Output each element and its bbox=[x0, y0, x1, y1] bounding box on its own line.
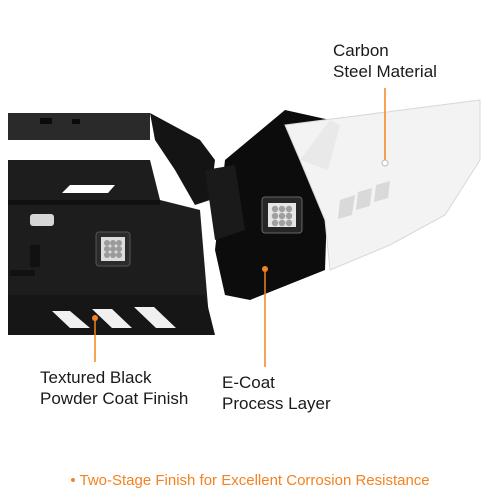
callout-dot-icon bbox=[262, 266, 268, 272]
top-cutout bbox=[62, 185, 115, 193]
label-ecoat-layer: E-Coat Process Layer bbox=[222, 372, 331, 414]
footer-caption: • Two-Stage Finish for Excellent Corrosi… bbox=[0, 472, 500, 489]
callout-dot-icon bbox=[92, 315, 98, 321]
skid-slot-1 bbox=[52, 311, 90, 328]
label-ecoat-line1: E-Coat bbox=[222, 373, 275, 392]
mount-slot bbox=[30, 214, 54, 226]
callout-ecoat bbox=[262, 266, 268, 367]
skid-slot-3 bbox=[134, 307, 176, 328]
top-rail bbox=[8, 113, 150, 140]
label-textured-line1: Textured Black bbox=[40, 368, 152, 387]
label-ecoat-line2: Process Layer bbox=[222, 394, 331, 413]
label-textured-line2: Powder Coat Finish bbox=[40, 389, 189, 408]
label-carbon-line1: Carbon bbox=[333, 41, 389, 60]
callout-dot-icon bbox=[381, 159, 389, 167]
callout-textured bbox=[92, 315, 98, 362]
callout-carbon bbox=[381, 88, 389, 167]
skid-slot-2 bbox=[92, 309, 132, 328]
led-light-icon bbox=[95, 231, 131, 267]
led-light-icon bbox=[261, 196, 303, 234]
label-textured-finish: Textured Black Powder Coat Finish bbox=[40, 367, 188, 409]
label-carbon-steel: Carbon Steel Material bbox=[333, 40, 437, 82]
footer-text: Two-Stage Finish for Excellent Corrosion… bbox=[79, 472, 430, 489]
label-carbon-line2: Steel Material bbox=[333, 62, 437, 81]
center-bracket bbox=[150, 113, 215, 205]
footer-bullet: • bbox=[70, 472, 76, 489]
